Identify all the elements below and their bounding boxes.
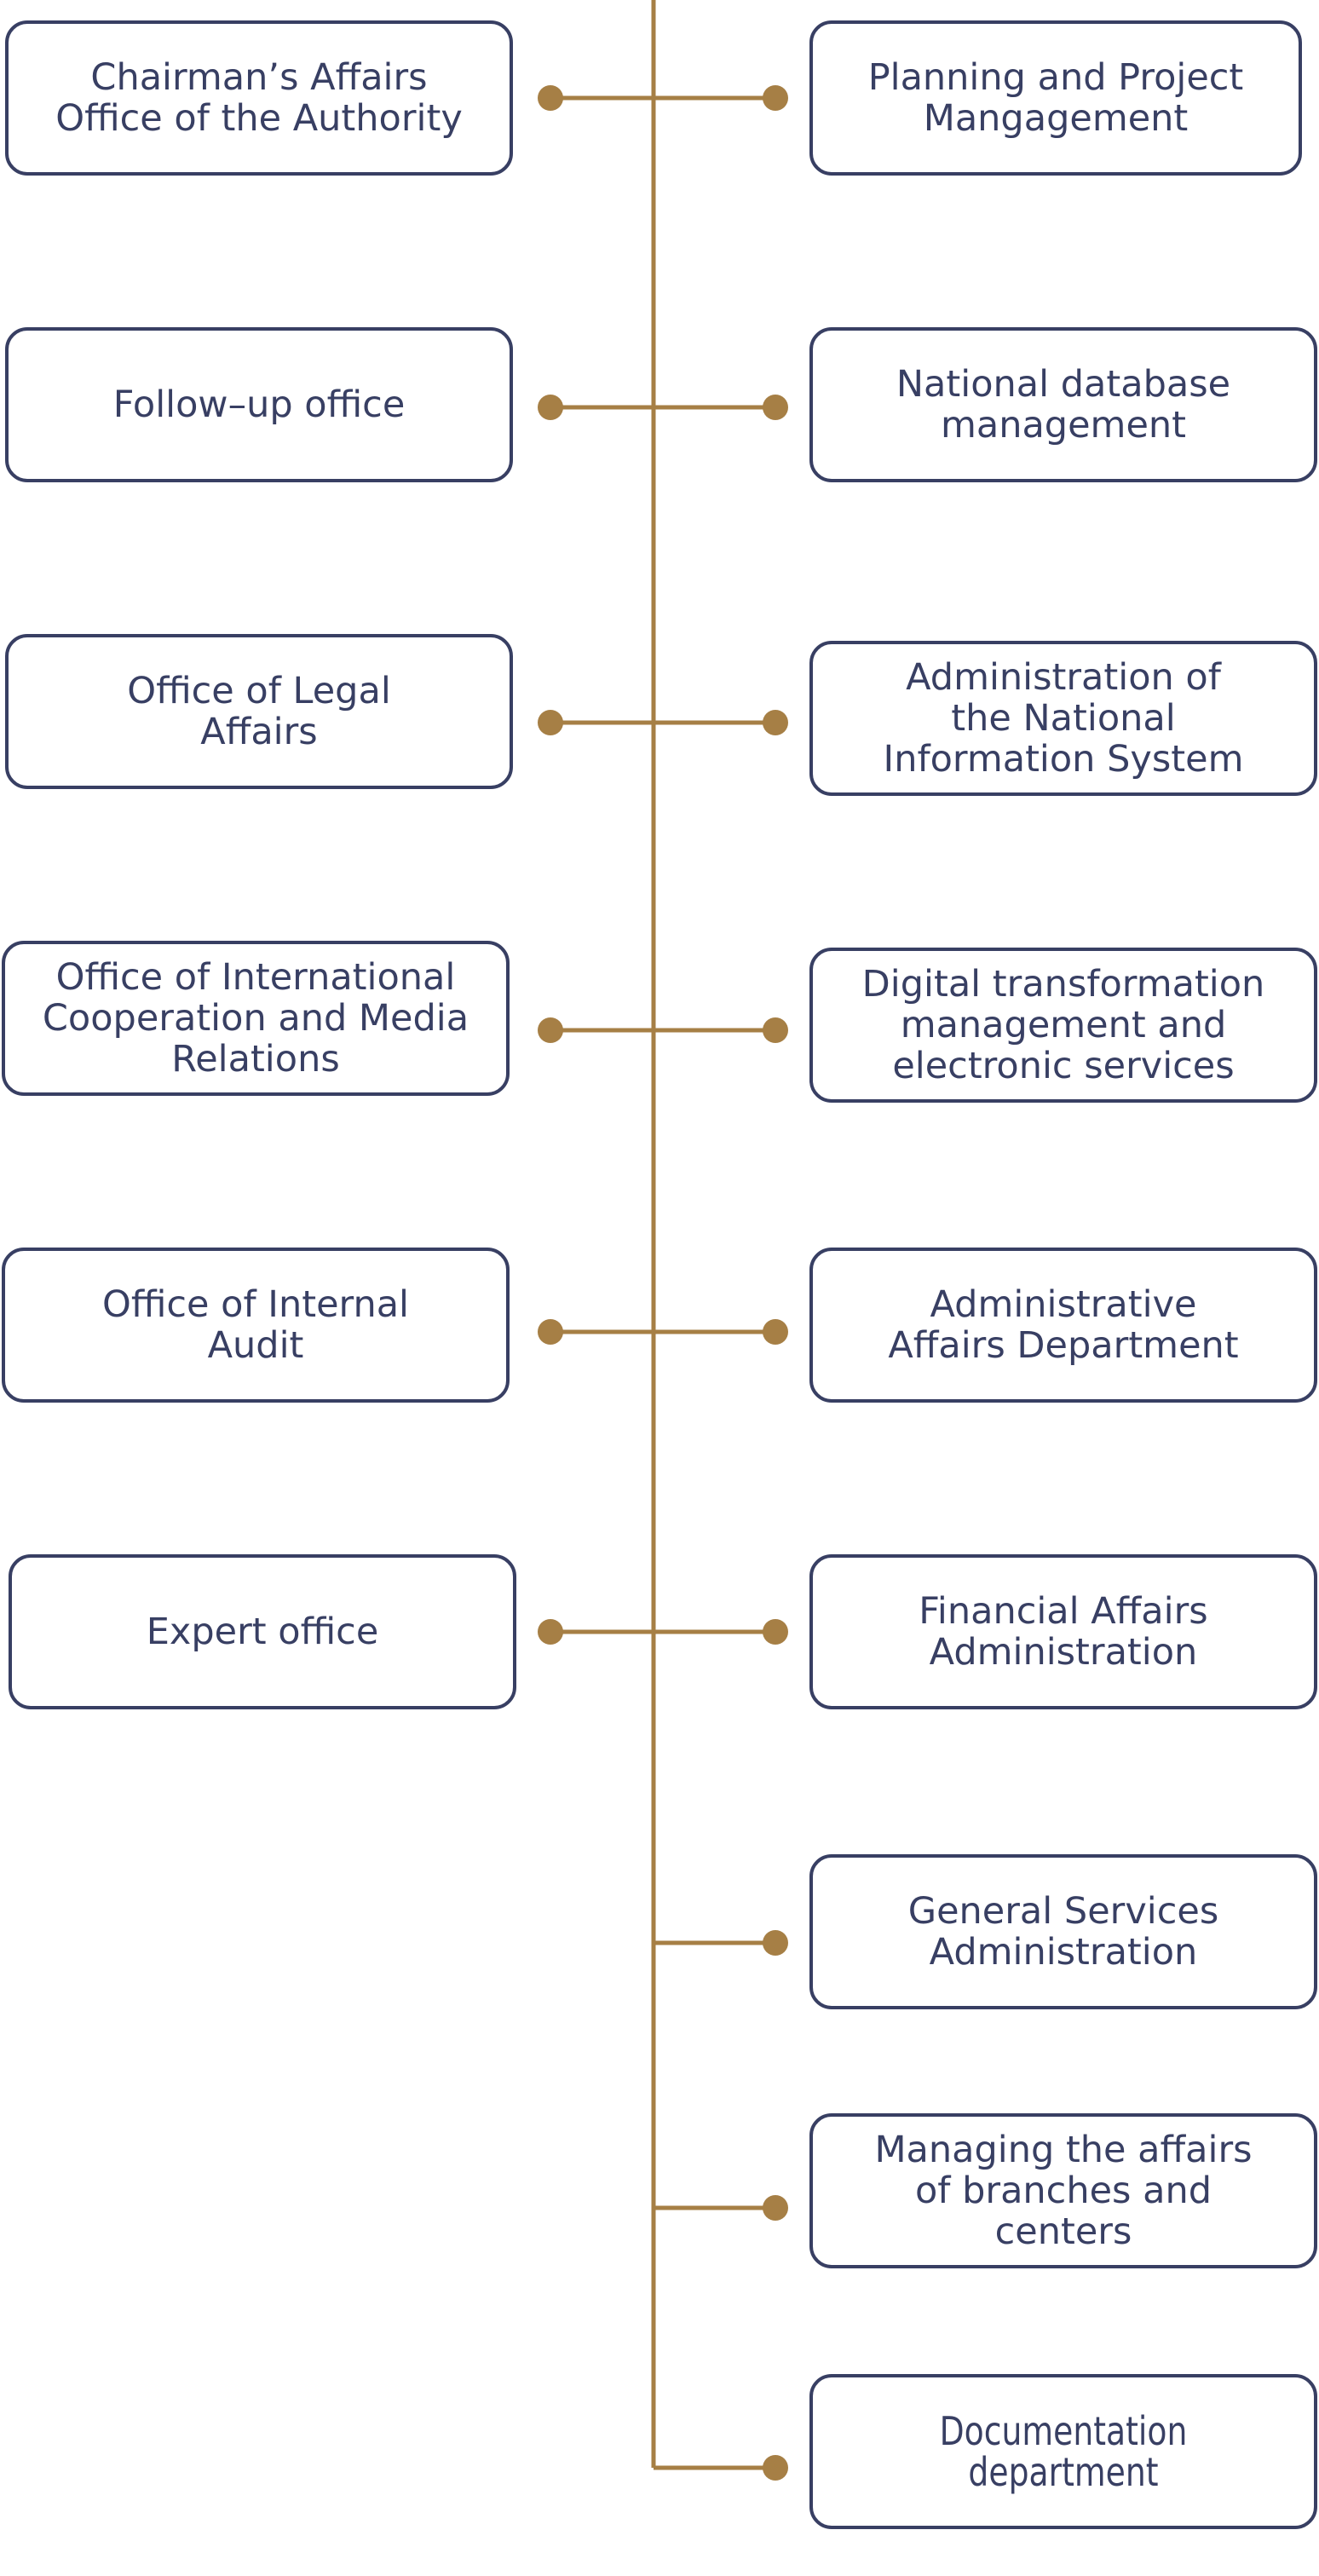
right-box-label: Managing the affairs of branches and cen…: [874, 2129, 1253, 2253]
right-box-label: Planning and Project Mangagement: [867, 56, 1244, 140]
left-box-follow-up-office: Follow–up office: [5, 327, 513, 482]
left-connector-dot: [538, 1619, 563, 1645]
left-box-internal-audit: Office of Internal Audit: [2, 1248, 510, 1403]
right-box-label: Documentation department: [939, 2408, 1188, 2495]
right-connector-dot: [763, 2195, 788, 2221]
left-box-chairmans-affairs: Chairman’s Affairs Office of the Authori…: [5, 20, 513, 176]
left-box-legal-affairs: Office of Legal Affairs: [5, 634, 513, 789]
left-box-label: Office of Legal Affairs: [127, 670, 391, 753]
right-box-financial-affairs: Financial Affairs Administration: [809, 1554, 1317, 1709]
left-connector-dot: [538, 85, 563, 111]
right-box-branches-and-centers: Managing the affairs of branches and cen…: [809, 2113, 1317, 2268]
right-box-label: General Services Administration: [907, 1890, 1219, 1974]
right-box-label: Financial Affairs Administration: [919, 1590, 1208, 1674]
right-connector-dot: [763, 85, 788, 111]
right-box-national-information-system: Administration of the National Informati…: [809, 641, 1317, 796]
right-box-label: Digital transformation management and el…: [861, 963, 1265, 1087]
right-connector-dot: [763, 395, 788, 420]
right-box-digital-transformation: Digital transformation management and el…: [809, 948, 1317, 1103]
left-box-expert-office: Expert office: [9, 1554, 516, 1709]
left-box-international-cooperation: Office of International Cooperation and …: [2, 941, 510, 1096]
right-box-label: Administration of the National Informati…: [883, 656, 1244, 781]
right-box-planning-project-management: Planning and Project Mangagement: [809, 20, 1302, 176]
right-connector-dot: [763, 1930, 788, 1956]
right-connector-dot: [763, 1319, 788, 1345]
left-box-label: Chairman’s Affairs Office of the Authori…: [55, 56, 463, 140]
right-connector-dot: [763, 710, 788, 735]
right-box-label: Administrative Affairs Department: [888, 1283, 1239, 1367]
right-box-label: National database management: [896, 363, 1231, 447]
right-box-general-services: General Services Administration: [809, 1854, 1317, 2009]
left-box-label: Follow–up office: [112, 383, 406, 426]
right-connector-dot: [763, 1619, 788, 1645]
right-connector-dot: [763, 1017, 788, 1043]
left-box-label: Expert office: [146, 1611, 379, 1653]
left-connector-dot: [538, 1319, 563, 1345]
left-connector-dot: [538, 710, 563, 735]
right-box-national-database: National database management: [809, 327, 1317, 482]
left-box-label: Office of International Cooperation and …: [42, 956, 469, 1081]
left-box-label: Office of Internal Audit: [101, 1283, 410, 1367]
left-connector-dot: [538, 395, 563, 420]
right-box-administrative-affairs: Administrative Affairs Department: [809, 1248, 1317, 1403]
right-connector-dot: [763, 2455, 788, 2481]
right-box-documentation-department: Documentation department: [809, 2374, 1317, 2529]
left-connector-dot: [538, 1017, 563, 1043]
